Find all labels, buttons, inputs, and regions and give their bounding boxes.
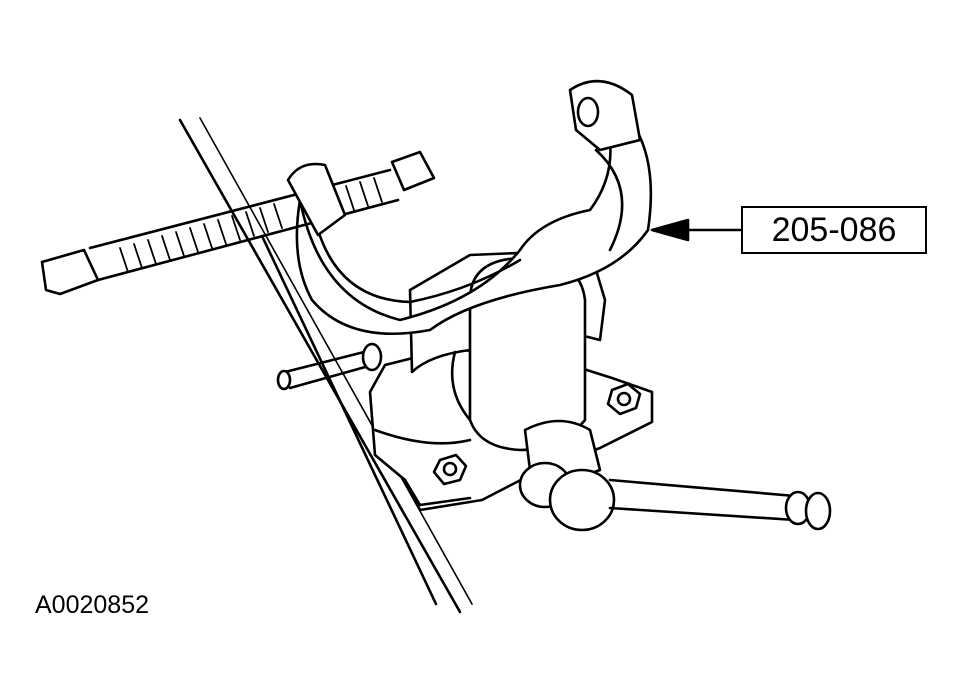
vise-screw-handle <box>518 419 832 532</box>
vise-bolt <box>606 382 642 416</box>
figure-id: A0020852 <box>35 591 150 619</box>
vise-bolt <box>432 453 468 486</box>
leader-arrow <box>650 218 742 242</box>
arrow-icon <box>650 218 690 242</box>
bench-edge <box>178 117 473 614</box>
puller-yoke <box>295 79 653 336</box>
forcing-screw <box>40 150 436 296</box>
tool-number-callout: 205-086 <box>741 206 927 254</box>
vise-handle-bar <box>276 342 383 391</box>
